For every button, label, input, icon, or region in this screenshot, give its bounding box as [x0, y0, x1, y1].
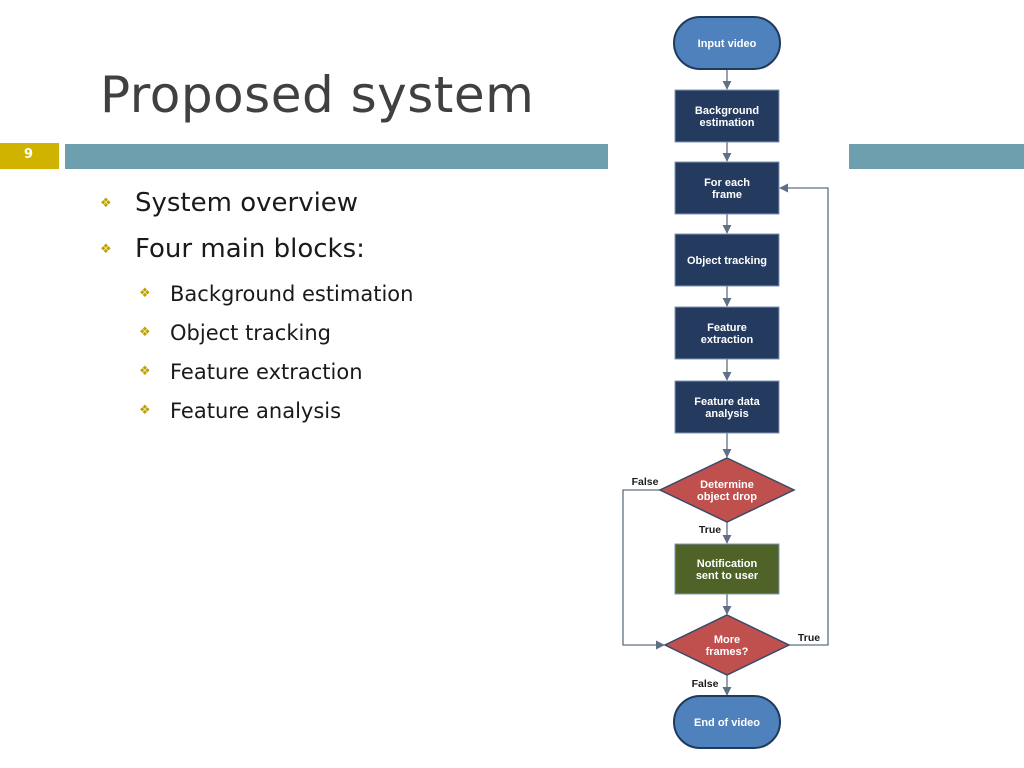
edge-more-true-to-each-frame	[779, 183, 829, 646]
bullet-text: Background estimation	[170, 282, 414, 306]
bullet-text: Four main blocks:	[135, 234, 365, 264]
node-label: Notification	[697, 558, 758, 570]
node-label: object drop	[697, 491, 757, 503]
flow-edges	[622, 69, 829, 696]
title-band-right	[849, 144, 1024, 169]
slide-number: 9	[0, 143, 59, 169]
node-label: frames?	[706, 646, 749, 658]
node-label: frame	[712, 189, 742, 201]
diamond-bullet-icon: ❖	[100, 242, 112, 257]
bullet-item: ❖ Four main blocks:	[100, 229, 413, 275]
node-input: Input video	[673, 16, 781, 70]
node-label: Input video	[698, 38, 757, 50]
diamond-bullet-icon: ❖	[139, 403, 151, 418]
node-label: analysis	[705, 408, 748, 420]
node-label: More	[714, 634, 740, 646]
node-label: End of video	[694, 717, 760, 729]
sub-bullet-item: ❖ Feature extraction	[100, 353, 413, 392]
edge-label-drop-true: True	[699, 524, 721, 536]
node-label: Object tracking	[687, 255, 767, 267]
node-label: Determine	[700, 479, 754, 491]
sub-bullet-item: ❖ Object tracking	[100, 314, 413, 353]
diamond-bullet-icon: ❖	[139, 325, 151, 340]
node-label: For each	[704, 177, 750, 189]
node-label: Feature	[707, 322, 747, 334]
node-label: sent to user	[696, 570, 759, 582]
sub-bullet-item: ❖ Background estimation	[100, 275, 413, 314]
edge-label-more-false: False	[692, 678, 719, 690]
diamond-bullet-icon: ❖	[100, 196, 112, 211]
bullet-text: System overview	[135, 188, 359, 218]
slide-title: Proposed system	[100, 66, 535, 124]
bullet-item: ❖ System overview	[100, 183, 413, 229]
node-tracking: Object tracking	[674, 233, 780, 287]
bullet-text: Feature extraction	[170, 360, 363, 384]
bullet-text: Object tracking	[170, 321, 331, 345]
edge-label-more-true: True	[798, 632, 820, 644]
node-label: extraction	[701, 334, 754, 346]
node-label: Background	[695, 105, 759, 117]
edge-label-drop-false: False	[632, 476, 659, 488]
diamond-bullet-icon: ❖	[139, 364, 151, 379]
edge-drop-false-to-more	[622, 489, 665, 650]
node-label: Feature data	[694, 396, 760, 408]
diamond-bullet-icon: ❖	[139, 286, 151, 301]
bullet-text: Feature analysis	[170, 399, 342, 423]
bullet-list: ❖ System overview ❖ Four main blocks: ❖ …	[100, 183, 413, 431]
sub-bullet-item: ❖ Feature analysis	[100, 392, 413, 431]
title-band-left	[65, 144, 608, 169]
node-end: End of video	[673, 695, 781, 749]
node-label: estimation	[699, 117, 754, 129]
